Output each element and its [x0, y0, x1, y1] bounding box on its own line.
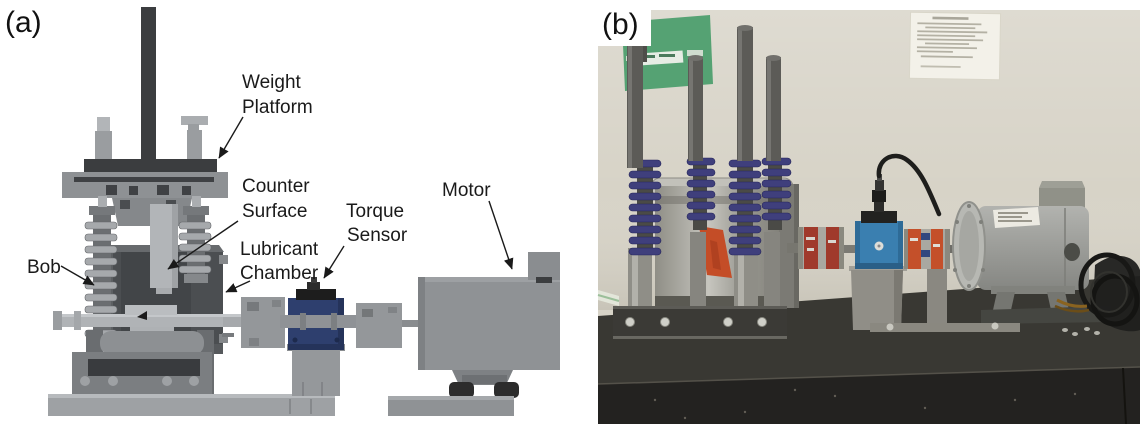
rig-mounting-plate	[613, 306, 787, 339]
sensor-cable	[876, 153, 942, 217]
sensor-support-bracket	[927, 262, 947, 326]
lower-frame	[72, 330, 214, 394]
label-counter-surface: Counter Surface	[167, 176, 310, 270]
svg-text:Sensor: Sensor	[347, 225, 408, 246]
hold-down-bar	[870, 322, 1020, 332]
rig-bushings	[628, 232, 780, 308]
svg-text:Motor: Motor	[442, 180, 491, 201]
motor-coupling-block	[356, 303, 419, 348]
panel-a-diagram: (a) Weight Platform Counter Surface Torq…	[5, 6, 560, 416]
loading-rod	[141, 7, 156, 207]
svg-text:Counter: Counter	[242, 176, 310, 197]
motor-diagram	[388, 252, 560, 416]
right-coupling	[904, 229, 962, 269]
svg-text:Lubricant: Lubricant	[240, 239, 319, 260]
guide-springs	[84, 196, 212, 338]
coiled-cables	[1054, 252, 1140, 332]
rig-rods	[627, 16, 781, 168]
svg-text:Surface: Surface	[242, 201, 307, 222]
panel-a-tag: (a)	[5, 6, 42, 39]
label-torque-sensor: Torque Sensor	[323, 201, 408, 279]
bearing-block	[222, 297, 285, 348]
svg-text:Platform: Platform	[242, 97, 313, 118]
diagram-labels: (a) Weight Platform Counter Surface Torq…	[5, 6, 514, 293]
svg-text:Chamber: Chamber	[240, 263, 319, 284]
paper-notice	[908, 11, 1002, 81]
label-bob: Bob	[27, 257, 95, 286]
torque-sensor-diagram	[280, 277, 373, 396]
svg-text:Bob: Bob	[27, 257, 61, 278]
torque-sensor-photo	[855, 174, 903, 269]
label-motor: Motor	[442, 180, 514, 270]
rig-springs	[628, 157, 792, 256]
label-lubricant-chamber: Lubricant Chamber	[225, 239, 319, 293]
motor-photo	[952, 181, 1111, 324]
panel-b-tag-box: (b)	[595, 0, 651, 46]
base-plate	[48, 394, 335, 416]
tube-left-edge	[597, 290, 620, 306]
panel-b-photo: (b)	[595, 0, 1140, 425]
label-weight-platform: Weight Platform	[218, 72, 313, 159]
counter-surface-rod	[150, 204, 178, 294]
weight-platform-assembly	[84, 116, 217, 173]
sensor-pedestal	[849, 266, 907, 330]
left-coupling	[787, 227, 857, 269]
svg-text:Weight: Weight	[242, 72, 302, 93]
svg-text:Torque: Torque	[346, 201, 404, 222]
loose-washers	[1062, 327, 1100, 336]
panel-b-tag: (b)	[602, 8, 639, 41]
